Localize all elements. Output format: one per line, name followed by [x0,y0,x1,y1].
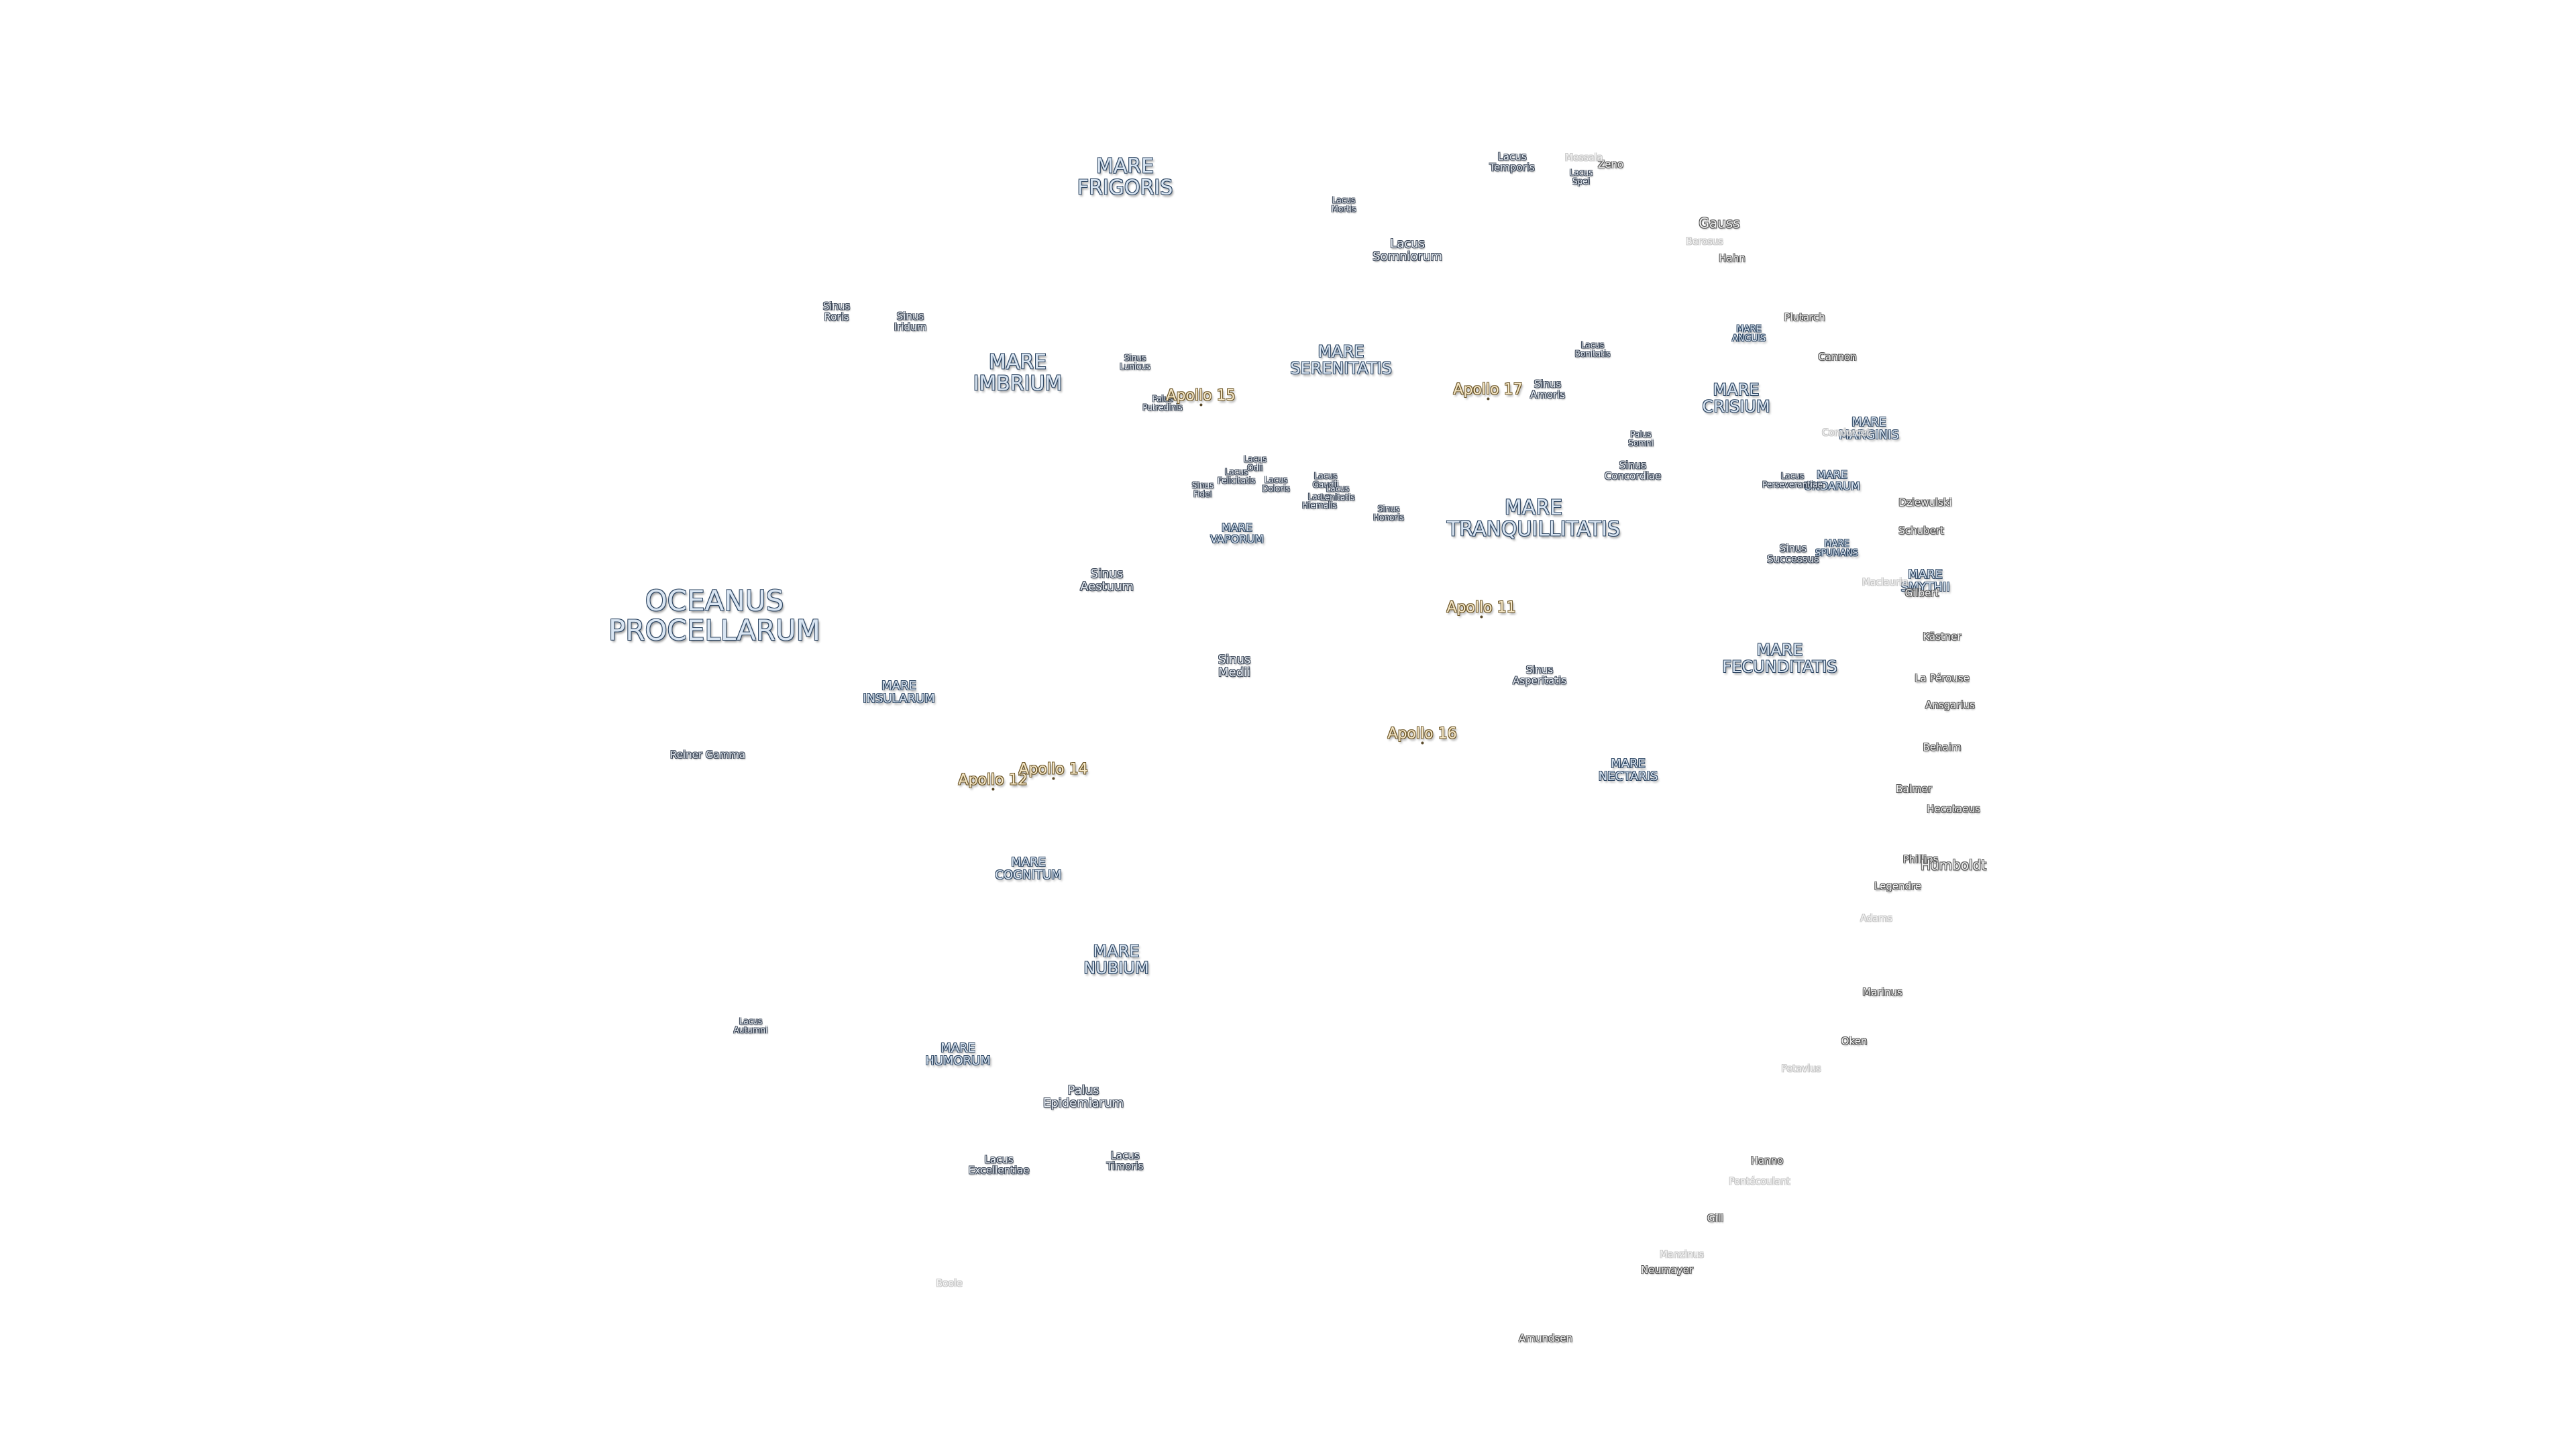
apollo-14-site[interactable]: Apollo 14 [1018,761,1088,780]
mare-frigoris-label: MARE FRIGORIS [1077,154,1173,199]
sinus-roris-label: Sinus Roris [822,300,851,323]
mare-smythii-label: MARE SMYTHII [1900,568,1950,594]
mare-marginis-label: MARE MARGINIS [1839,415,1899,442]
lacus-bonitatis-label: Lacus Bonitatis [1574,340,1611,358]
landing-marker-icon [1199,403,1202,407]
mare-humorum-label: MARE HUMORUM [925,1041,991,1068]
sinus-amoris-label: Sinus Amoris [1529,378,1566,400]
lacus-doloris-label: Lacus Doloris [1262,475,1290,493]
behaim-crater-label: Behaim [1923,741,1962,754]
phillips-crater-label: Phillips [1902,853,1939,866]
oken-crater-label: Oken [1841,1035,1868,1048]
lacus-spei-label: Lacus Spei [1569,168,1593,186]
messala-crater-label: Messala [1564,152,1603,164]
landing-marker-icon [1480,615,1483,619]
mare-nectaris-label: MARE NECTARIS [1598,757,1658,784]
lacus-excellentiae-label: Lacus Excellentiae [968,1153,1030,1176]
lacus-perseverantiae-label: Lacus Perseverantiae [1762,471,1823,489]
mare-spumans-label: MARE SPUMANS [1815,539,1858,558]
lacus-lenitatis-label: Lacus Lenitatis [1320,484,1355,502]
mare-fecunditatis-label: MARE FECUNDITATIS [1722,640,1837,676]
berosus-crater-label: Berosus [1686,236,1723,248]
humboldt-crater-label: Humboldt [1920,857,1987,873]
gill-crater-label: Gill [1707,1212,1724,1225]
hecataeus-crater-label: Hecataeus [1927,803,1980,816]
lacus-mortis-label: Lacus Mortis [1331,195,1356,213]
lacus-autumni-label: Lacus Autumni [733,1016,768,1034]
mare-cognitum-label: MARE COGNITUM [995,855,1062,882]
palus-putredinis-label: Palus Putredinis [1142,394,1183,412]
cannon-crater-label: Cannon [1818,351,1857,364]
plutarch-crater-label: Plutarch [1784,311,1825,324]
lacus-somniorum-label: Lacus Somniorum [1373,237,1442,264]
marinus-crater-label: Marinus [1862,986,1902,999]
landing-marker-icon [1421,741,1424,745]
la-perouse-crater-label: La Pérouse [1915,672,1970,685]
apollo-17-site[interactable]: Apollo 17 [1453,382,1523,400]
apollo-11-site[interactable]: Apollo 11 [1446,600,1516,619]
sinus-iridum-label: Sinus Iridum [894,310,927,333]
sinus-fidei-label: Sinus Fidei [1191,480,1214,498]
condorcet-crater-label: Condorcet [1822,427,1870,439]
mare-tranquillitatis-label: MARE TRANQUILLITATIS [1446,496,1621,541]
apollo-15-site[interactable]: Apollo 15 [1166,388,1236,407]
lacus-odii-label: Lacus Odii [1243,454,1267,472]
mare-undarum-label: MARE UNDARUM [1804,468,1860,492]
mare-insularum-label: MARE INSULARUM [863,679,935,706]
sinus-lunicus-label: Sinus Lunicus [1120,353,1150,371]
palus-epidemiarum-label: Palus Epidemiarum [1042,1083,1124,1110]
neumayer-crater-label: Neumayer [1640,1264,1694,1277]
lacus-timoris-label: Lacus Timoris [1106,1149,1144,1172]
lacus-felicitatis-label: Lacus Felicitatis [1217,467,1256,485]
mare-imbrium-label: MARE IMBRIUM [973,350,1063,395]
mare-serenitatis-label: MARE SERENITATIS [1290,341,1392,378]
palus-somni-label: Palus Somni [1628,429,1654,447]
lacus-gaudii-label: Lacus Gaudii [1312,471,1339,489]
mare-anguis-label: MARE ANGUIS [1731,324,1766,343]
landing-marker-icon [1487,397,1489,400]
mare-vaporum-label: MARE VAPORUM [1210,521,1264,545]
sinus-successus-label: Sinus Successus [1767,542,1819,565]
gilbert-crater-label: Gilbert [1904,587,1939,600]
adams-crater-label: Adams [1860,913,1892,924]
lacus-hiemalis-label: Lacus Hiemalis [1302,492,1337,510]
manzinus-crater-label: Manzinus [1660,1249,1704,1260]
landing-marker-icon [1052,777,1055,780]
maclaurin-crater-label: Maclaurin [1862,577,1909,588]
oceanus-procellarum-label: OCEANUS PROCELLARUM [608,584,821,647]
amundsen-crater-label: Amundsen [1519,1332,1572,1345]
legendre-crater-label: Legendre [1874,880,1922,893]
apollo-12-site[interactable]: Apollo 12 [958,772,1028,791]
kastner-crater-label: Kästner [1923,631,1962,643]
sinus-medii-label: Sinus Medii [1218,653,1251,680]
mare-nubium-label: MARE NUBIUM [1083,941,1149,977]
petavius-crater-label: Petavius [1781,1063,1821,1075]
mare-crisium-label: MARE CRISIUM [1702,380,1770,416]
reiner-gamma-label: Reiner Gamma [669,749,746,761]
sinus-asperitatis-label: Sinus Asperitatis [1512,663,1567,686]
boole-crater-label: Boole [936,1278,963,1289]
sinus-aestuum-label: Sinus Aestuum [1080,567,1134,594]
gauss-crater-label: Gauss [1699,215,1740,231]
sinus-honoris-label: Sinus Honoris [1373,504,1404,522]
sinus-concordiae-label: Sinus Concordiae [1604,459,1662,482]
hanno-crater-label: Hanno [1750,1155,1784,1167]
landing-marker-icon [991,788,994,791]
zeno-crater-label: Zeno [1597,158,1624,171]
hahn-crater-label: Hahn [1719,252,1746,265]
apollo-16-site[interactable]: Apollo 16 [1387,726,1457,745]
pontecoulant-crater-label: Pontécoulant [1729,1176,1790,1187]
balmer-crater-label: Balmer [1896,783,1932,796]
dziewulski-crater-label: Dziewulski [1898,496,1952,509]
lacus-temporis-label: Lacus Temporis [1489,150,1535,173]
ansgarius-crater-label: Ansgarius [1925,699,1975,712]
schubert-crater-label: Schubert [1898,525,1944,537]
